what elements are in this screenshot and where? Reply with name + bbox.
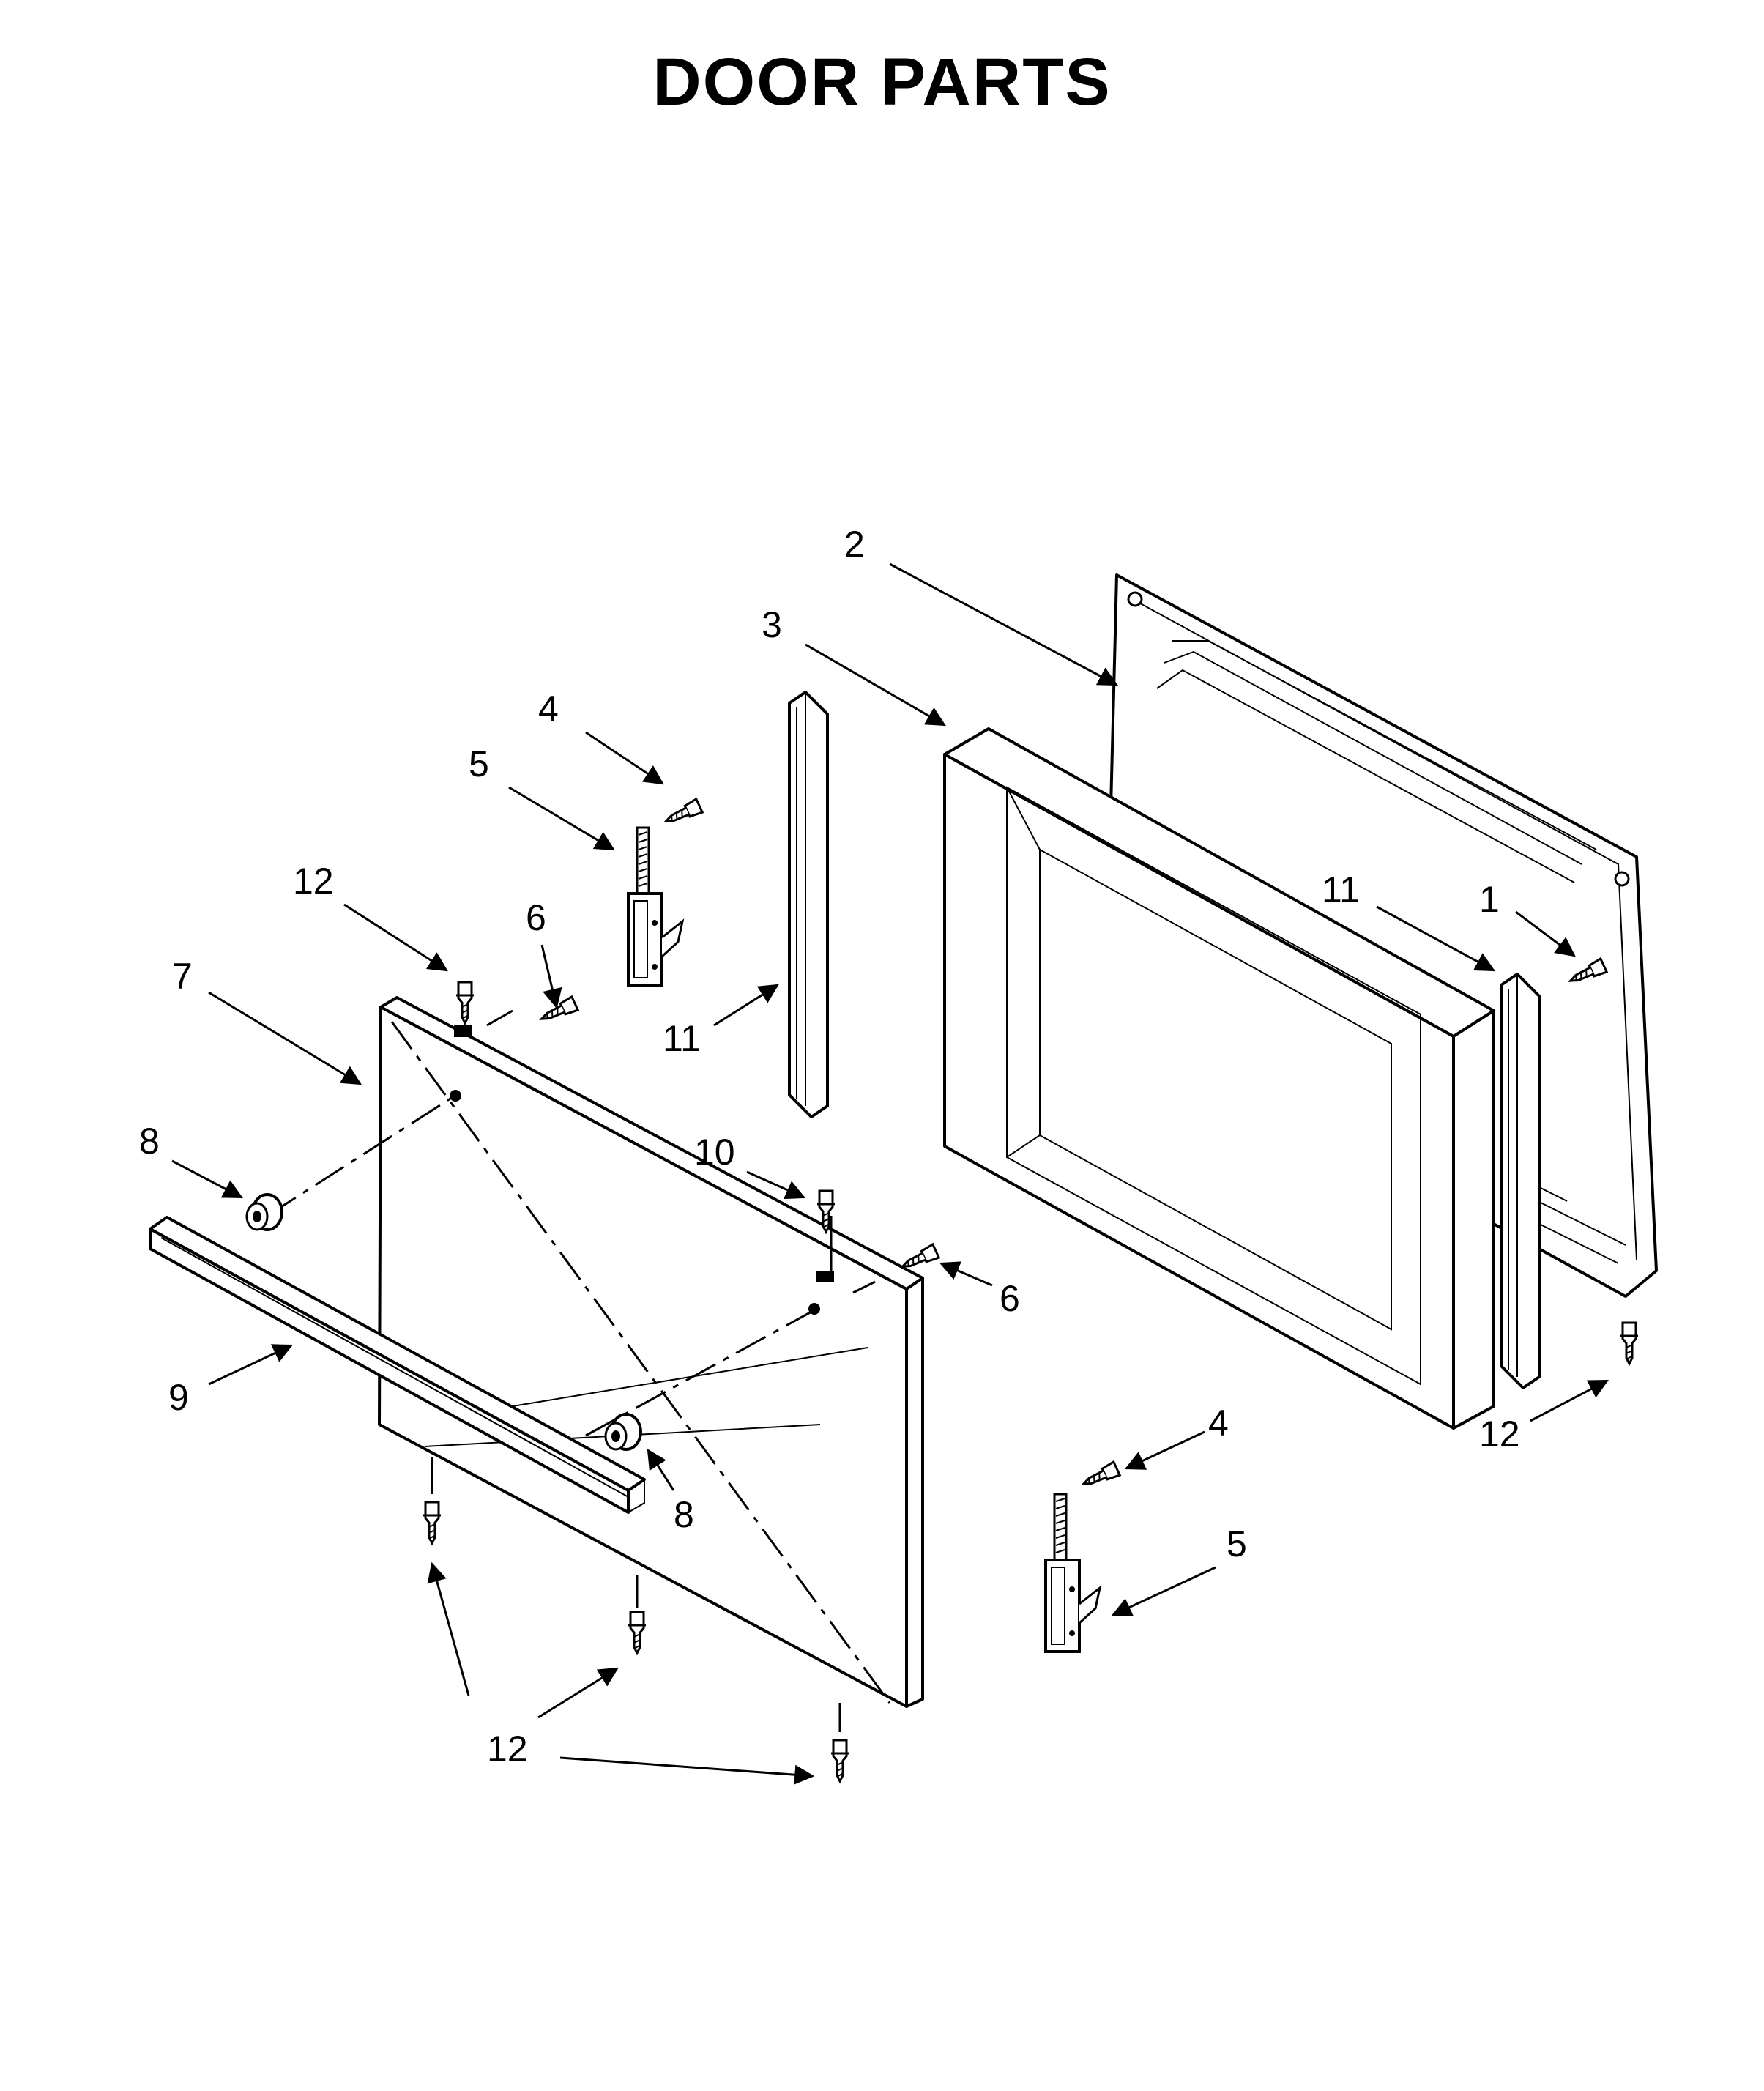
callout-9: 9 [168,1377,189,1418]
assembly-line-upper [267,1097,451,1217]
door-trim [149,1216,646,1514]
callout-11-left: 11 [663,1018,701,1059]
screw-4-upper [661,798,704,829]
bushing-upper [245,1193,283,1231]
callout-12-bottom: 12 [487,1728,528,1769]
callout-10: 10 [694,1132,735,1173]
callout-6-upper: 6 [526,897,546,938]
callout-2: 2 [844,524,865,565]
callout-1: 1 [1479,879,1500,920]
hinge-upper [627,826,684,987]
door-frame [943,727,1495,1430]
screw-4-lower [1079,1460,1121,1492]
callout-3: 3 [762,604,782,645]
callout-12-right: 12 [1479,1414,1520,1455]
page-title: DOOR PARTS [652,45,1112,119]
screw-6-upper [537,995,579,1027]
side-channel-right [1500,973,1541,1389]
hinge-lower [1044,1493,1101,1653]
callout-4-upper: 4 [538,688,559,729]
callout-5-lower: 5 [1227,1523,1247,1564]
callout-5-upper: 5 [469,743,489,784]
leader-lines [171,562,1609,1785]
screw-12-bottom-b [627,1611,647,1654]
side-channel-left [788,691,829,1118]
callout-8-left: 8 [139,1121,160,1162]
callout-6-lower: 6 [1000,1278,1020,1319]
callout-7: 7 [172,956,193,997]
screw-12-right [1619,1321,1640,1365]
callout-11-right: 11 [1322,869,1360,910]
callout-8-lower: 8 [674,1494,694,1535]
screw-12-bottom-a [422,1501,442,1545]
callout-4-lower: 4 [1208,1403,1229,1444]
outer-door-panel [378,996,924,1708]
callout-12-top: 12 [293,861,334,902]
screw-12-bottom-c [830,1739,850,1783]
screw-12-top [455,981,475,1025]
